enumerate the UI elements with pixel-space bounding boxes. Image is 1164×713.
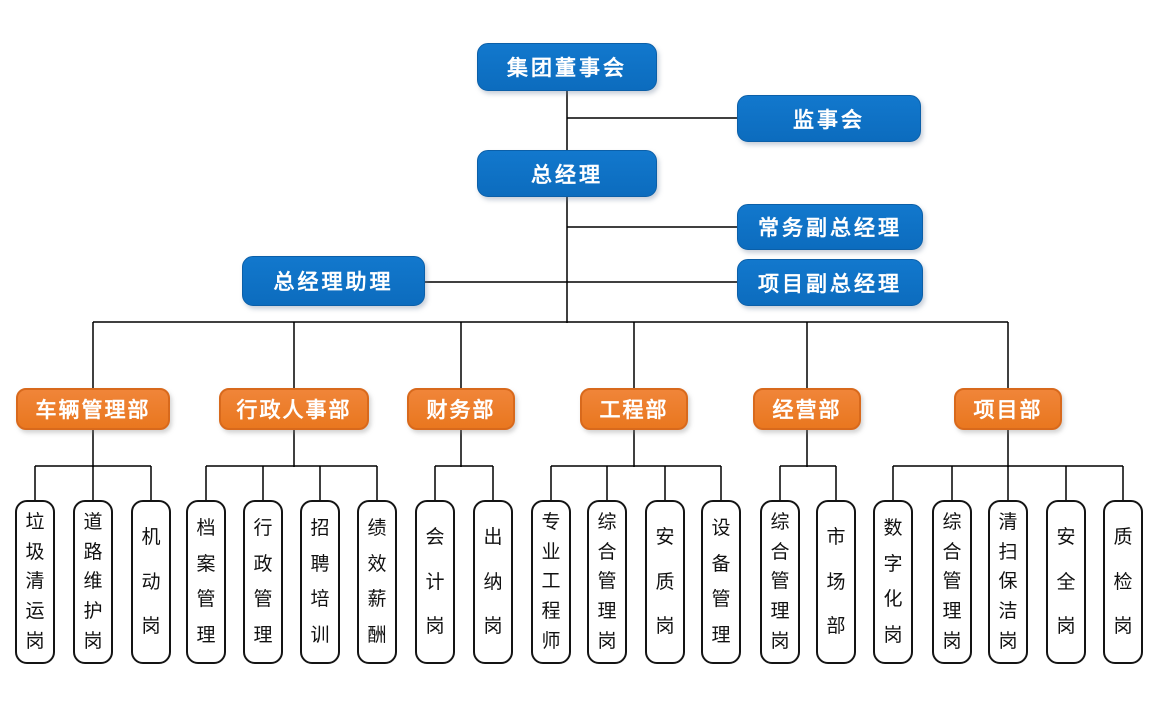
dept-operations: 经营部	[753, 388, 861, 430]
pos-label: 招聘培训	[310, 517, 330, 647]
pos-equipment-management: 设备管理	[701, 500, 741, 664]
node-project-deputy-gm: 项目副总经理	[737, 259, 923, 306]
pos-label: 清扫保洁岗	[998, 511, 1018, 653]
pos-garbage-collection: 垃圾清运岗	[15, 500, 55, 664]
pos-safety-quality: 安质岗	[645, 500, 685, 664]
pos-label: 机动岗	[141, 526, 161, 638]
pos-label: 市场部	[826, 526, 846, 638]
pos-label: 数字化岗	[883, 517, 903, 647]
pos-road-maintenance: 道路维护岗	[73, 500, 113, 664]
dept-engineering: 工程部	[580, 388, 688, 430]
pos-cashier: 出纳岗	[473, 500, 513, 664]
pos-label: 道路维护岗	[83, 511, 103, 653]
pos-digitalization: 数字化岗	[873, 500, 913, 664]
pos-admin-management: 行政管理	[243, 500, 283, 664]
node-general-manager: 总经理	[477, 150, 657, 197]
pos-label: 安质岗	[655, 526, 675, 638]
pos-general-management-ops: 综合管理岗	[760, 500, 800, 664]
pos-mobile: 机动岗	[131, 500, 171, 664]
pos-label: 质检岗	[1113, 526, 1133, 638]
dept-vehicle-management: 车辆管理部	[16, 388, 170, 430]
dept-admin-hr: 行政人事部	[219, 388, 369, 430]
pos-label: 专业工程师	[541, 511, 561, 653]
pos-label: 设备管理	[711, 517, 731, 647]
pos-archives-management: 档案管理	[186, 500, 226, 664]
pos-label: 绩效薪酬	[367, 517, 387, 647]
pos-sweeping-cleaning: 清扫保洁岗	[988, 500, 1028, 664]
pos-accountant: 会计岗	[415, 500, 455, 664]
pos-label: 档案管理	[196, 517, 216, 647]
pos-label: 综合管理岗	[942, 511, 962, 653]
pos-quality-inspection: 质检岗	[1103, 500, 1143, 664]
pos-general-management-proj: 综合管理岗	[932, 500, 972, 664]
pos-general-management-eng: 综合管理岗	[587, 500, 627, 664]
pos-label: 垃圾清运岗	[25, 511, 45, 653]
node-executive-deputy-gm: 常务副总经理	[737, 204, 923, 250]
pos-recruit-training: 招聘培训	[300, 500, 340, 664]
pos-safety: 安全岗	[1046, 500, 1086, 664]
node-supervisory-board: 监事会	[737, 95, 921, 142]
dept-project: 项目部	[954, 388, 1062, 430]
pos-label: 出纳岗	[483, 526, 503, 638]
pos-performance-payroll: 绩效薪酬	[357, 500, 397, 664]
pos-label: 会计岗	[425, 526, 445, 638]
pos-professional-engineer: 专业工程师	[531, 500, 571, 664]
node-board-of-directors: 集团董事会	[477, 43, 657, 91]
pos-label: 综合管理岗	[597, 511, 617, 653]
pos-label: 行政管理	[253, 517, 273, 647]
pos-market: 市场部	[816, 500, 856, 664]
node-gm-assistant: 总经理助理	[242, 256, 425, 306]
pos-label: 综合管理岗	[770, 511, 790, 653]
dept-finance: 财务部	[407, 388, 515, 430]
pos-label: 安全岗	[1056, 526, 1076, 638]
